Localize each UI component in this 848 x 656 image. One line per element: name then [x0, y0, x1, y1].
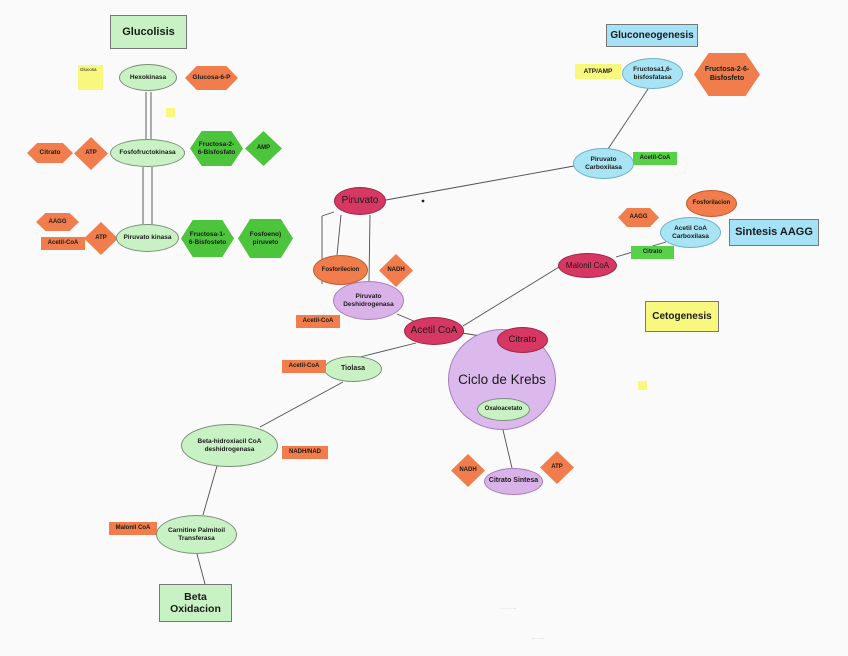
node-glucosa-6-p[interactable]: Glucosa-6-P: [185, 66, 238, 90]
node-fosfofructokinasa[interactable]: Fosfofructokinasa: [110, 139, 185, 167]
title-glucolisis[interactable]: Glucolisis: [110, 15, 187, 49]
title-sintesis-aagg[interactable]: Sintesis AAGG: [729, 219, 819, 246]
node-citrato-inhibidor[interactable]: Citrato: [27, 143, 73, 163]
node-tiolasa[interactable]: Tiolasa: [324, 356, 382, 382]
node-fructosa-2-6-bisfosfato-izq[interactable]: Fructosa-2-6-Bisfosfato: [190, 131, 243, 166]
node-fosfoenol-piruvato[interactable]: Fosfoeno) piruveto: [238, 219, 293, 258]
node-piruvato-carboxilasa[interactable]: Piruvato Carboxilasa: [573, 148, 634, 179]
yellow-marker-2[interactable]: [638, 381, 647, 390]
node-fructosa-1-6-bisfosfato[interactable]: Fructosa-1-6-Bisfosteto: [181, 220, 234, 257]
node-fosforilacion-1[interactable]: Fosforilecion: [313, 255, 368, 285]
title-beta-oxidacion[interactable]: Beta Oxidacion: [159, 584, 232, 622]
node-citrato-krebs[interactable]: Citrato: [497, 327, 548, 353]
node-fosforilacion-2[interactable]: Fosforilacion: [686, 190, 737, 217]
node-aagg-der[interactable]: AAGG: [618, 208, 659, 227]
node-atp-amp[interactable]: ATP/AMP: [575, 64, 621, 79]
node-carnitine-palmitoil[interactable]: Carnitine Palmitoil Transferasa: [156, 515, 237, 554]
node-citrato-sintasa[interactable]: Citrato Sintesa: [484, 468, 543, 495]
node-acetil-coa-principal[interactable]: Acetil CoA: [404, 317, 464, 345]
node-malonil-coa-rect[interactable]: Malonil CoA: [109, 522, 157, 535]
node-piruvato[interactable]: Piruvato: [334, 187, 386, 215]
node-acetil-coa-1[interactable]: Acetil-CoA: [41, 237, 85, 250]
node-fructosa-16-bisfosfatasa[interactable]: Fructosa1,6-bisfosfatasa: [622, 58, 683, 89]
watermark-text-1: · ·· ··· ····: [499, 605, 517, 611]
node-aagg-izq[interactable]: AAGG: [36, 213, 79, 231]
node-oxaloacetato[interactable]: Oxaloacetato: [477, 398, 530, 421]
glucosa-note[interactable]: Glucosa: [78, 65, 103, 90]
node-fructosa-2-6-bisfosfato-der[interactable]: Fructosa-2-6-Bisfosfeto: [694, 53, 760, 96]
node-hexokinasa[interactable]: Hexokinasa: [119, 64, 177, 91]
title-gluconeogenesis[interactable]: Gluconeogenesis: [606, 24, 698, 47]
node-citrato-verde[interactable]: Citrato: [631, 246, 674, 259]
node-nadh-nad[interactable]: NADH/NAD: [282, 446, 328, 459]
node-piruvato-deshidrogenasa[interactable]: Piruvato Deshidrogenasa: [333, 281, 404, 320]
node-malonil-coa-elipse[interactable]: Malonil CoA: [558, 253, 617, 278]
title-cetogenesis[interactable]: Cetogenesis: [645, 301, 719, 332]
node-beta-hidroxiacil[interactable]: Beta-hidroxiacil CoA deshidrogenasa: [181, 424, 278, 467]
node-acetil-coa-3[interactable]: Acetil-CoA: [282, 360, 326, 373]
yellow-marker-1[interactable]: [166, 108, 175, 117]
watermark-text-2: ··· · ····: [531, 635, 545, 641]
node-piruvato-kinasa[interactable]: Piruvato kinasa: [116, 224, 179, 252]
node-acetil-coa-carboxilasa[interactable]: Acetil CoA Carboxilasa: [660, 217, 721, 248]
node-acetil-coa-2[interactable]: Acetil-CoA: [296, 315, 340, 328]
node-acetil-coa-verde[interactable]: Acetil-CoA: [633, 152, 677, 165]
